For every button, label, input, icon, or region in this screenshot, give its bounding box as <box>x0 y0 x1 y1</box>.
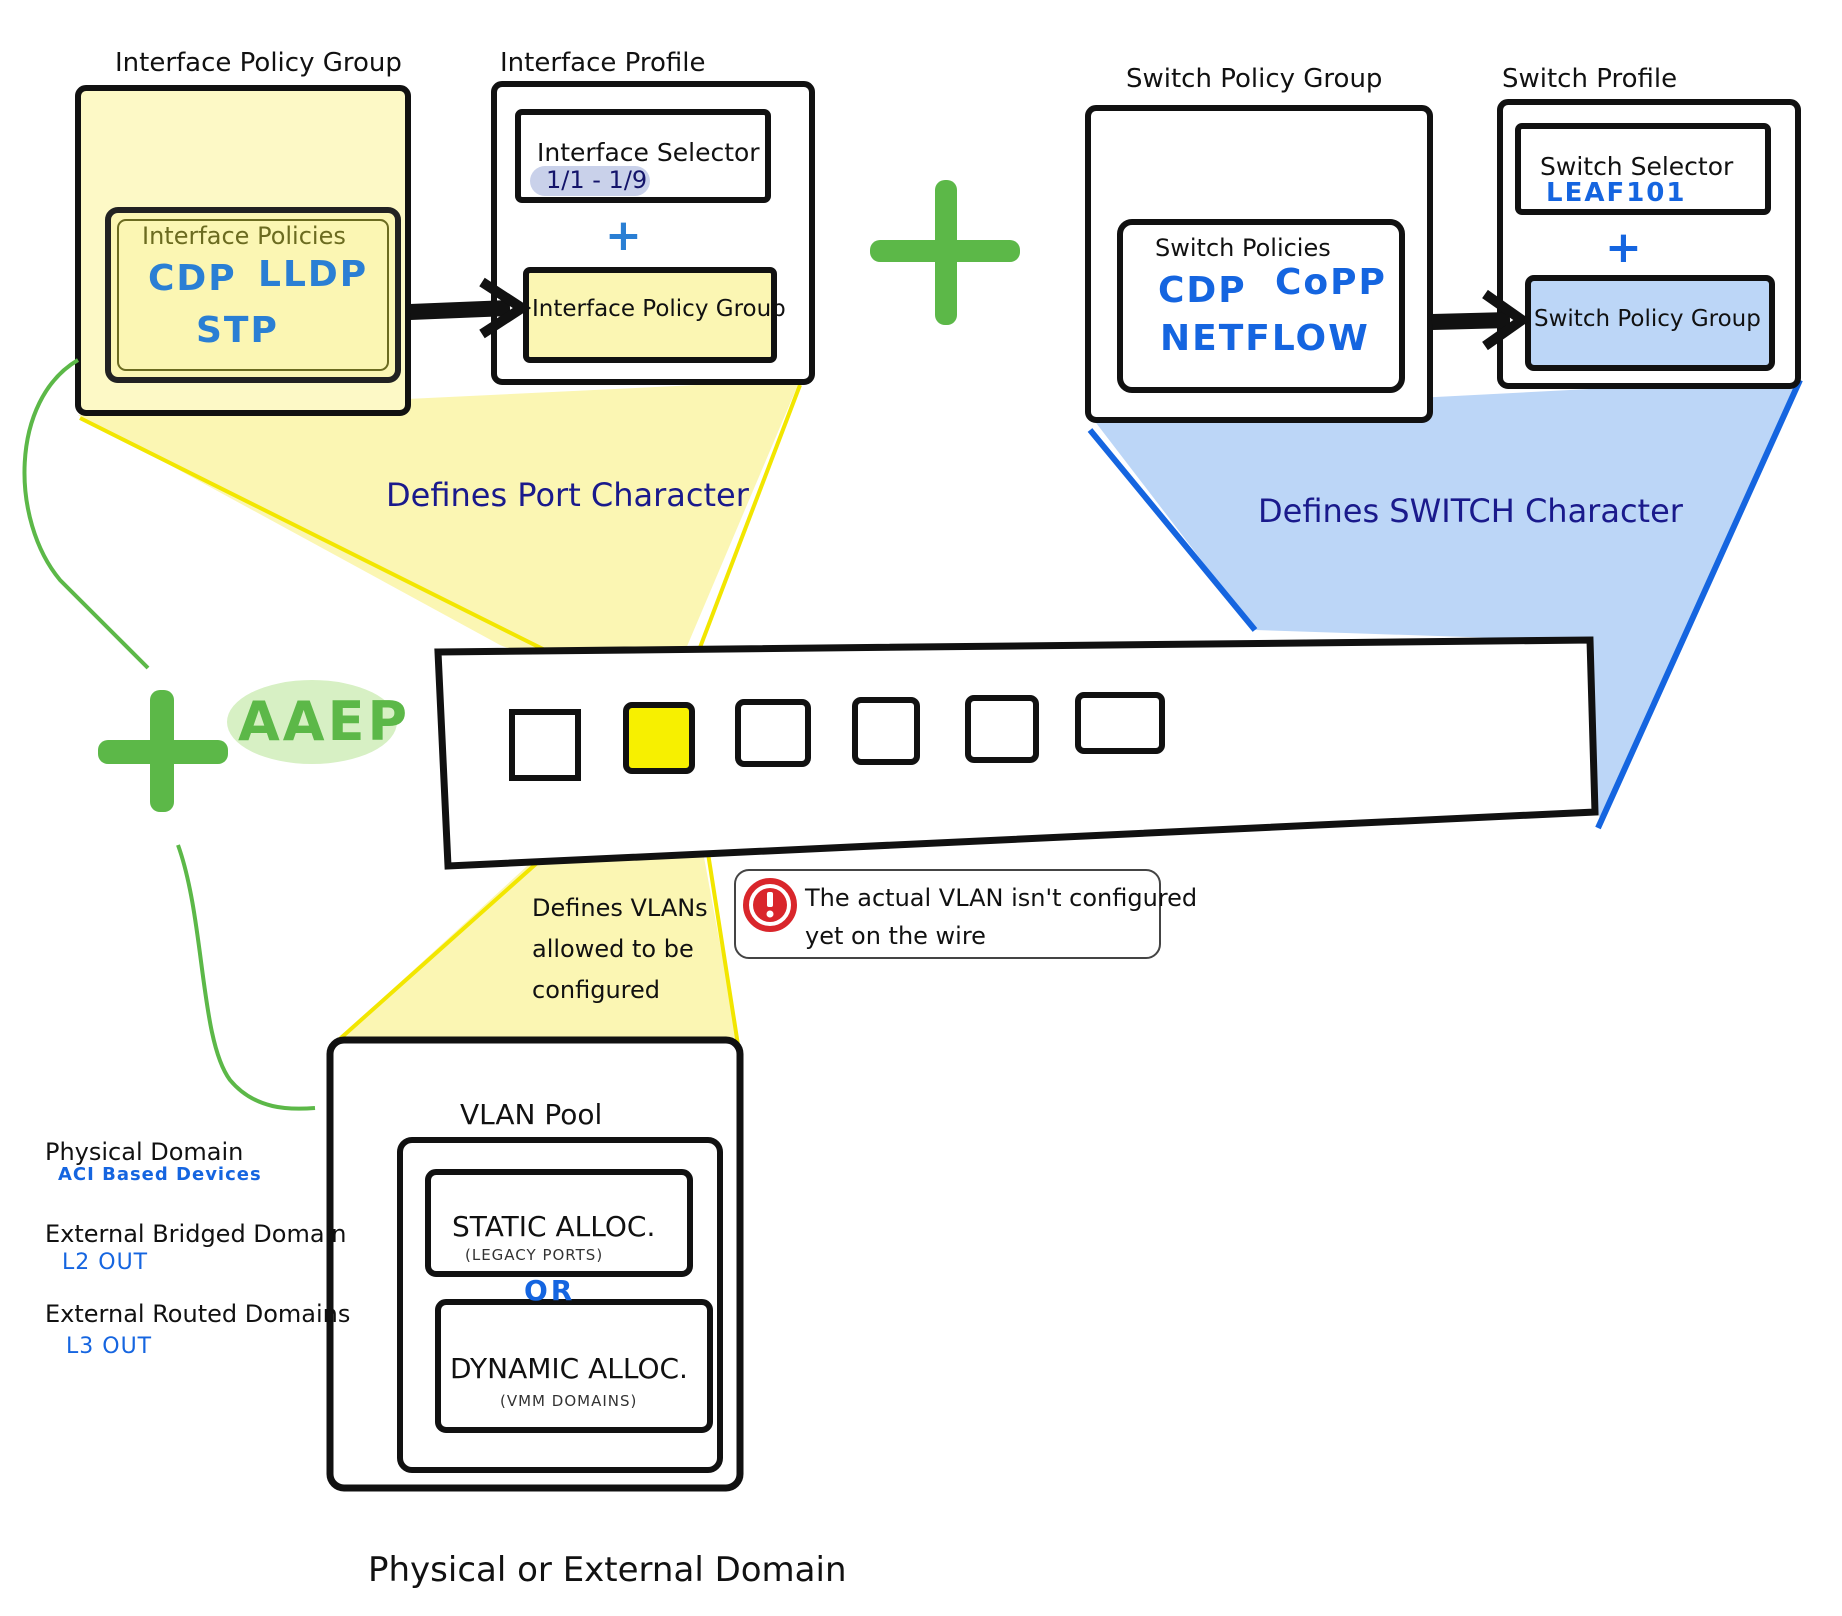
warning-box <box>734 869 1161 959</box>
port-1 <box>509 709 581 781</box>
interface-arrow <box>479 277 532 339</box>
interface-profile-title: Interface Profile <box>500 48 706 78</box>
switch-cone-left-edge <box>1087 428 1258 632</box>
switch-selector-title: Switch Selector <box>1540 152 1734 181</box>
domain-caption: Physical or External Domain <box>368 1550 847 1590</box>
switch-policy-netflow: NETFLOW <box>1160 318 1370 359</box>
static-alloc-sub: (LEGACY PORTS) <box>465 1246 604 1264</box>
vlan-caption-line-1: Defines VLANs <box>532 894 708 922</box>
switch-policy-cdp: CDP <box>1158 270 1247 311</box>
switch-selector-box <box>1515 123 1771 215</box>
interface-policies-box <box>105 207 401 383</box>
switch-arrow <box>1482 289 1531 351</box>
switch-policy-copp: CoPP <box>1275 262 1387 303</box>
interface-policy-cdp: CDP <box>148 258 237 299</box>
interface-policy-stp: STP <box>196 310 279 351</box>
warning-line-1: The actual VLAN isn't configured <box>805 884 1198 912</box>
vlan-caption-line-2: allowed to be <box>532 935 694 963</box>
interface-plus-icon: + <box>605 210 642 261</box>
aaep-curve-bottom <box>176 844 316 1111</box>
interface-policy-group-title: Interface Policy Group <box>115 48 402 78</box>
port-2-highlighted <box>623 702 695 774</box>
warning-line-2: yet on the wire <box>805 922 986 950</box>
domain-external-routed-sub: L3 OUT <box>66 1334 153 1359</box>
domain-external-bridged-sub: L2 OUT <box>62 1250 149 1275</box>
interface-policy-group-ref-box <box>523 267 777 363</box>
switch-plus-icon: + <box>1605 222 1642 273</box>
switch-policies-title: Switch Policies <box>1155 234 1331 262</box>
interface-policy-lldp: LLDP <box>258 254 369 295</box>
interface-policies-title: Interface Policies <box>142 222 346 250</box>
dynamic-alloc-box <box>435 1299 713 1433</box>
switch-policy-group-ref-box <box>1525 275 1775 371</box>
port-character-caption: Defines Port Character <box>386 476 749 514</box>
switch-character-cone <box>1090 378 1800 820</box>
interface-selector-value: 1/1 - 1/9 <box>546 166 648 194</box>
port-3 <box>735 699 811 767</box>
switch-policy-group-ref-label: Switch Policy Group <box>1534 306 1761 332</box>
aaep-curve-top <box>22 358 150 670</box>
dynamic-alloc-label: DYNAMIC ALLOC. <box>450 1352 688 1385</box>
switch-character-caption: Defines SWITCH Character <box>1258 492 1683 530</box>
static-alloc-label: STATIC ALLOC. <box>452 1210 656 1243</box>
interface-selector-highlight <box>530 166 650 196</box>
vlan-caption-line-3: configured <box>532 976 660 1004</box>
switch-profile-title: Switch Profile <box>1502 64 1678 94</box>
or-label: OR <box>524 1274 576 1307</box>
dynamic-alloc-sub: (VMM DOMAINS) <box>500 1392 638 1410</box>
switch-policies-box <box>1117 219 1405 393</box>
port-6 <box>1075 692 1165 754</box>
aaep-label: AAEP <box>238 690 411 753</box>
interface-policy-group-ref-label: Interface Policy Group <box>532 296 786 322</box>
domain-external-routed: External Routed Domains <box>45 1300 351 1328</box>
switch-selector-value: LEAF101 <box>1546 178 1687 208</box>
port-5 <box>965 695 1039 763</box>
domain-external-bridged: External Bridged Domain <box>45 1220 347 1248</box>
domain-physical-sub: ACI Based Devices <box>58 1164 262 1185</box>
switch-cone-right-edge <box>1595 378 1803 830</box>
static-alloc-box <box>425 1169 693 1277</box>
switch-policy-group-title: Switch Policy Group <box>1126 64 1383 94</box>
domain-physical: Physical Domain <box>45 1138 244 1166</box>
port-character-cone <box>78 380 800 710</box>
interface-selector-title: Interface Selector <box>537 138 760 167</box>
vlan-pool-title: VLAN Pool <box>460 1098 603 1131</box>
aaep-highlight <box>227 680 397 764</box>
port-4 <box>852 697 920 765</box>
